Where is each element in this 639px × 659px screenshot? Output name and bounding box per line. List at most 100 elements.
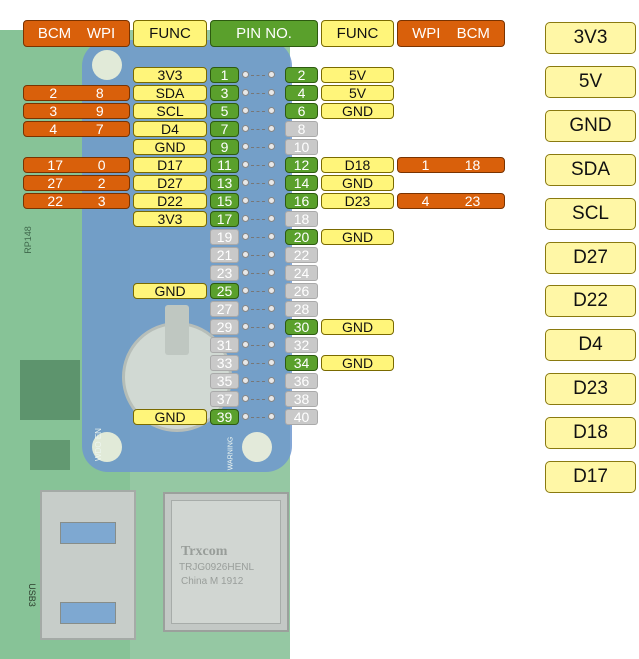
header-pin-dot: [268, 269, 275, 276]
even-pin-number: 4: [285, 85, 318, 101]
connector-line: [251, 147, 265, 148]
header-pin-dot: [268, 89, 275, 96]
left-func-cell: GND: [133, 139, 207, 155]
odd-pin-number: 23: [210, 265, 239, 281]
header-pin-dot: [242, 377, 249, 384]
header-pin-dot: [242, 323, 249, 330]
ethernet-model: TRJG0926HENL: [179, 562, 255, 573]
left-func-cell: 3V3: [133, 67, 207, 83]
header-pin-dot: [242, 251, 249, 258]
header-pin-dot: [268, 179, 275, 186]
header-pin-dot: [268, 377, 275, 384]
header-pin-dot: [242, 269, 249, 276]
connector-line: [251, 111, 265, 112]
side-signal-label: D27: [545, 242, 636, 274]
header-bcm-left: BCM: [37, 25, 72, 42]
even-pin-number: 8: [285, 121, 318, 137]
bcm-number: 17: [47, 157, 63, 173]
wpi-number: 0: [97, 157, 106, 173]
left-func-cell: D4: [133, 121, 207, 137]
left-func-cell: SCL: [133, 103, 207, 119]
connector-line: [251, 237, 265, 238]
odd-pin-number: 5: [210, 103, 239, 119]
header-pin-dot: [242, 143, 249, 150]
header-bcm-right: BCM: [456, 25, 490, 42]
even-pin-number: 24: [285, 265, 318, 281]
left-func-cell: 3V3: [133, 211, 207, 227]
ethernet-brand: Trxcom: [181, 544, 228, 559]
even-pin-number: 6: [285, 103, 318, 119]
right-func-cell: GND: [321, 319, 394, 335]
wpi-number: 1: [421, 157, 430, 173]
connector-line: [251, 381, 265, 382]
header-pin-dot: [242, 413, 249, 420]
left-func-cell: D17: [133, 157, 207, 173]
left-bcm-wpi-cell: 22 3: [23, 193, 130, 209]
header-pin-dot: [268, 395, 275, 402]
mount-hole: [242, 432, 272, 462]
header-wpi-bcm-right: WPI BCM: [397, 20, 505, 47]
bcm-number: 23: [464, 193, 481, 209]
left-func-cell: D27: [133, 175, 207, 191]
header-pin-dot: [268, 107, 275, 114]
connector-line: [251, 201, 265, 202]
connector-line: [251, 129, 265, 130]
right-func-cell: GND: [321, 103, 394, 119]
even-pin-number: 34: [285, 355, 318, 371]
header-wpi-left: WPI: [86, 25, 116, 42]
header-pin-dot: [242, 89, 249, 96]
left-func-cell: GND: [133, 283, 207, 299]
header-pin-dot: [268, 341, 275, 348]
odd-pin-number: 29: [210, 319, 239, 335]
odd-pin-number: 19: [210, 229, 239, 245]
side-signal-label: D22: [545, 285, 636, 317]
side-signal-label: D17: [545, 461, 636, 493]
header-pin-dot: [242, 215, 249, 222]
odd-pin-number: 1: [210, 67, 239, 83]
header-pin-dot: [242, 233, 249, 240]
connector-line: [251, 255, 265, 256]
even-pin-number: 12: [285, 157, 318, 173]
header-pin-dot: [242, 125, 249, 132]
even-pin-number: 30: [285, 319, 318, 335]
wpi-number: 9: [95, 103, 104, 119]
even-pin-number: 40: [285, 409, 318, 425]
header-pin-dot: [268, 287, 275, 294]
header-pin-dot: [242, 395, 249, 402]
header-pin-dot: [268, 215, 275, 222]
even-pin-number: 36: [285, 373, 318, 389]
board-chip-mark: [30, 440, 70, 470]
bcm-number: 18: [464, 157, 481, 173]
ethernet-jack: Trxcom TRJG0926HENL China M 1912: [163, 492, 289, 632]
header-pin-dot: [268, 197, 275, 204]
even-pin-number: 32: [285, 337, 318, 353]
wpi-number: 2: [97, 175, 106, 191]
wpi-number: 7: [95, 121, 104, 137]
header-pin-dot: [268, 323, 275, 330]
bcm-number: 2: [49, 85, 58, 101]
header-pin-dot: [242, 71, 249, 78]
side-signal-label: 3V3: [545, 22, 636, 54]
header-pin-dot: [268, 359, 275, 366]
board-chip-mark: [20, 360, 80, 420]
wpi-number: 3: [97, 193, 106, 209]
wdo-en-label: WDO EN: [93, 428, 103, 461]
bcm-number: 22: [47, 193, 63, 209]
odd-pin-number: 31: [210, 337, 239, 353]
connector-line: [251, 273, 265, 274]
header-func-left: FUNC: [133, 20, 207, 47]
usb-port: [40, 490, 136, 640]
connector-line: [251, 399, 265, 400]
side-signal-label: SCL: [545, 198, 636, 230]
even-pin-number: 10: [285, 139, 318, 155]
header-pin-dot: [242, 161, 249, 168]
right-wpi-bcm-cell: 1 18: [397, 157, 505, 173]
wpi-number: 4: [421, 193, 430, 209]
mount-hole: [92, 50, 122, 80]
odd-pin-number: 27: [210, 301, 239, 317]
header-pin-dot: [268, 71, 275, 78]
